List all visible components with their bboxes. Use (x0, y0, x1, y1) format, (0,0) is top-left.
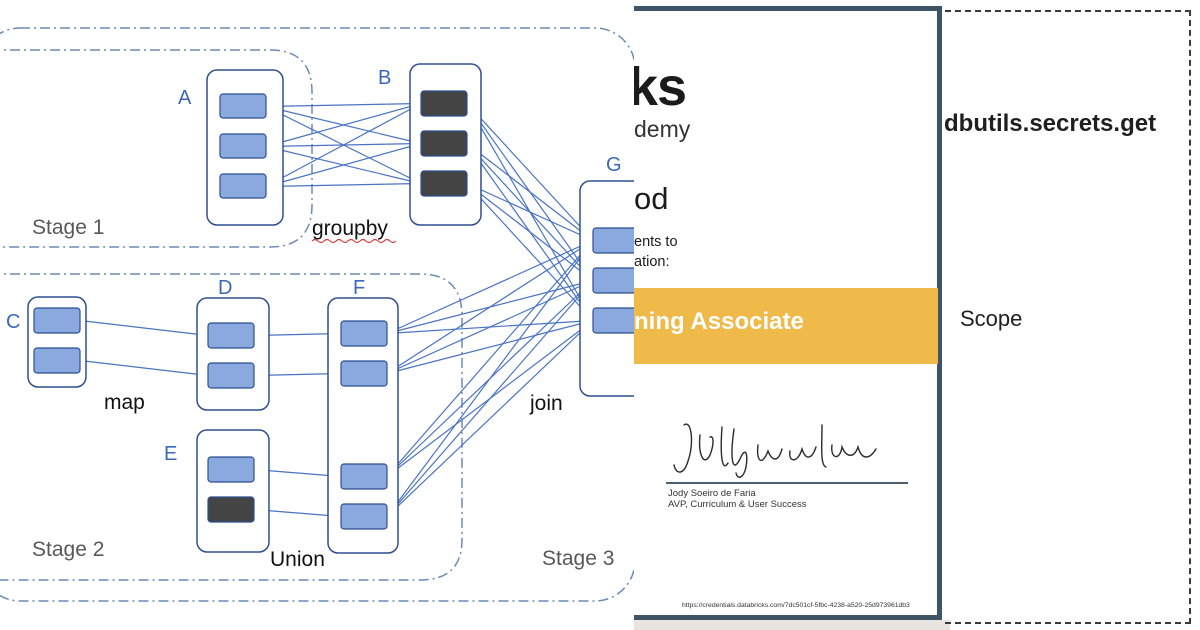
partition-E1 (207, 456, 255, 483)
arrow-B3-G3 (466, 183, 594, 322)
arrow-F4-G2 (386, 279, 594, 517)
partition-E2 (207, 496, 255, 523)
certificate-logo-word: ks (634, 57, 687, 117)
code-call-text: dbutils.secrets.get (944, 110, 1157, 137)
arrow-B3-G1 (466, 182, 594, 242)
partition-F1 (340, 320, 388, 347)
stage3-boundary (0, 27, 634, 602)
code-snippet-panel: dbutils.secrets.get Scope (944, 0, 1200, 630)
arrow-F2-G2 (386, 279, 594, 375)
partition-B1 (420, 90, 468, 117)
edge-label-map: map (104, 391, 145, 414)
arrow-A3-B2 (265, 141, 422, 188)
node-label-F: F (353, 277, 365, 299)
code-scope-label: Scope (960, 306, 1023, 331)
group-E (196, 429, 270, 553)
signer-title: AVP, Curriculum & User Success (668, 499, 807, 510)
certificate-logo-subtitle: demy (634, 116, 691, 142)
arrow-F2-G3 (386, 318, 594, 375)
node-label-A: A (178, 87, 192, 109)
partition-C1 (33, 307, 81, 334)
arrow-B1-G1 (466, 103, 594, 242)
partition-G3 (592, 307, 634, 334)
node-label-E: E (164, 443, 177, 465)
partition-G1 (592, 227, 634, 254)
certificate-recipient-fragment: od (634, 181, 669, 216)
arrow-F4-G3 (386, 319, 594, 517)
stage-label-2: Stage 2 (32, 538, 104, 561)
arrow-F3-G1 (386, 239, 594, 477)
partition-F4 (340, 503, 388, 530)
signature-line (666, 482, 908, 484)
partition-F2 (340, 360, 388, 387)
edge-label-join: join (529, 392, 563, 415)
groupby-spellcheck-underline (311, 238, 397, 244)
node-label-B: B (378, 67, 391, 89)
certificate-banner: ning Associate (634, 288, 938, 364)
spark-dag-diagram: A B C D E F G groupby map Union join Sta… (0, 27, 634, 602)
certificate-text-line-1: ents to (634, 234, 678, 250)
certificate-fragment: ks demy od ents to ation: ning Associate… (634, 0, 950, 630)
partition-A1 (219, 93, 267, 119)
arrow-A2-B1 (265, 101, 422, 148)
partition-A3 (219, 173, 267, 199)
partition-D1 (207, 322, 255, 349)
arrow-F1-G1 (386, 239, 594, 335)
partition-D2 (207, 362, 255, 389)
node-label-C: C (6, 311, 20, 333)
stage-label-1: Stage 1 (32, 216, 104, 239)
partition-B2 (420, 130, 468, 157)
node-label-D: D (218, 277, 232, 299)
stage1-boundary (0, 49, 313, 248)
partition-B3 (420, 170, 468, 197)
arrow-A3-B3 (265, 179, 422, 188)
arrow-C1-D1 (79, 319, 209, 339)
arrow-F2-G1 (386, 239, 594, 375)
group-D (196, 297, 270, 411)
edge-label-groupby: groupby (312, 217, 388, 240)
arrow-A3-B1 (265, 102, 422, 188)
node-label-G: G (606, 154, 622, 176)
arrow-A1-B1 (265, 99, 422, 108)
partition-G2 (592, 267, 634, 294)
signer-name: Jody Soeiro de Faria (668, 488, 756, 499)
edge-label-union: Union (270, 548, 325, 571)
signature-graphic (673, 423, 877, 478)
arrow-B2-G1 (466, 143, 594, 242)
arrow-F4-G1 (386, 239, 594, 517)
partition-C2 (33, 347, 81, 374)
credential-url: https://credentials.databricks.com/7dc50… (682, 602, 910, 609)
stage-label-3: Stage 3 (542, 547, 614, 570)
certificate-banner-title: ning Associate (634, 308, 804, 335)
partition-A2 (219, 133, 267, 159)
partition-F3 (340, 463, 388, 490)
certificate-bottom-strip (634, 620, 950, 630)
stage2-boundary (0, 273, 463, 581)
arrow-C2-D2 (79, 359, 209, 379)
certificate-text-line-2: ation: (634, 254, 670, 270)
dashed-code-box (945, 10, 1191, 624)
